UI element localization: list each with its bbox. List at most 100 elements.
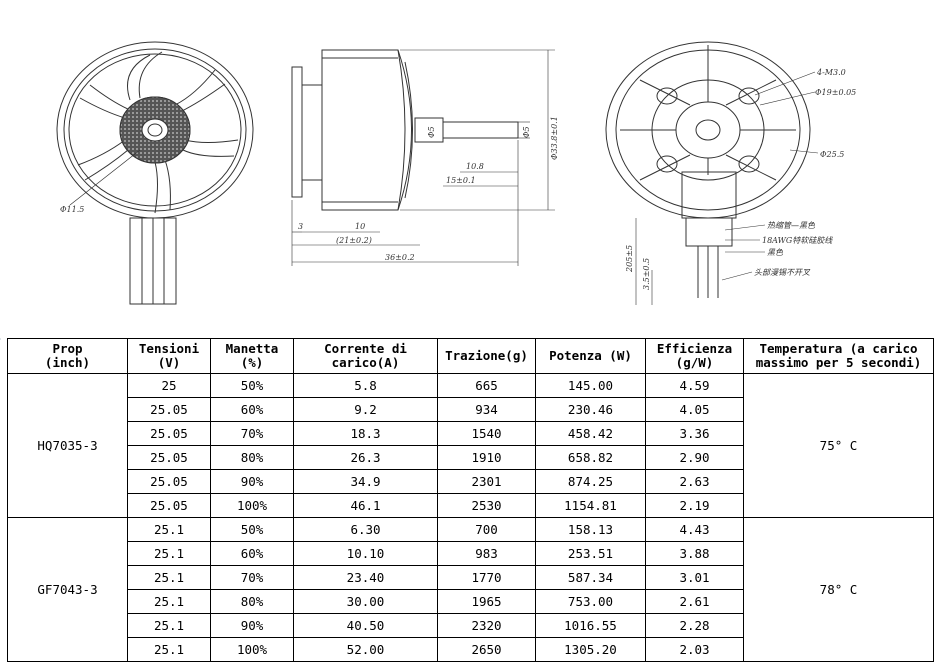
cell-throttle[interactable]: 100% xyxy=(210,637,294,662)
cell-efficiency[interactable]: 2.63 xyxy=(645,469,744,494)
table-row: HQ7035-3 25 50% 5.8 665 145.00 4.59 75° … xyxy=(7,373,934,518)
cell-voltage[interactable]: 25.05 xyxy=(127,469,211,494)
cell-throttle[interactable]: 50% xyxy=(210,517,294,542)
dim-side-15: 15±0.1 xyxy=(446,176,476,185)
cell-voltage[interactable]: 25.1 xyxy=(127,613,211,638)
cell-thrust[interactable]: 934 xyxy=(437,397,536,422)
cell-current[interactable]: 26.3 xyxy=(293,445,438,470)
cell-voltage[interactable]: 25.05 xyxy=(127,397,211,422)
cell-voltage[interactable]: 25.1 xyxy=(127,637,211,662)
cell-current[interactable]: 6.30 xyxy=(293,517,438,542)
dim-side-10: 10 xyxy=(355,222,365,231)
cell-current[interactable]: 5.8 xyxy=(293,373,438,398)
table-row: 25.1 70% 23.40 1770 587.34 3.01 xyxy=(8,565,934,590)
cell-throttle[interactable]: 50% xyxy=(210,373,294,398)
cell-efficiency[interactable]: 3.01 xyxy=(645,565,744,590)
cell-power[interactable]: 458.42 xyxy=(535,421,646,446)
cell-prop[interactable]: GF7043-3 xyxy=(7,517,128,662)
cell-throttle[interactable]: 90% xyxy=(210,613,294,638)
table-row: 25.05 70% 18.3 1540 458.42 3.36 xyxy=(8,421,934,446)
cell-throttle[interactable]: 90% xyxy=(210,469,294,494)
cell-thrust[interactable]: 2320 xyxy=(437,613,536,638)
cell-thrust[interactable]: 700 xyxy=(437,517,536,542)
cell-throttle[interactable]: 100% xyxy=(210,493,294,518)
cell-voltage[interactable]: 25.05 xyxy=(127,421,211,446)
cell-thrust[interactable]: 1910 xyxy=(437,445,536,470)
cell-power[interactable]: 587.34 xyxy=(535,565,646,590)
cell-temperature[interactable]: 78° C xyxy=(743,517,934,662)
dim-side-diameter: Φ33.8±0.1 xyxy=(550,116,559,160)
cell-thrust[interactable]: 983 xyxy=(437,541,536,566)
cell-temperature[interactable]: 75° C xyxy=(743,373,934,518)
cell-throttle[interactable]: 60% xyxy=(210,397,294,422)
dim-hub-diameter: Φ11.5 xyxy=(60,205,84,214)
header-power: Potenza (W) xyxy=(535,338,646,374)
cell-thrust[interactable]: 2301 xyxy=(437,469,536,494)
cell-current[interactable]: 9.2 xyxy=(293,397,438,422)
cell-throttle[interactable]: 80% xyxy=(210,445,294,470)
table-row: 25.05 100% 46.1 2530 1154.81 2.19 xyxy=(8,493,934,518)
cell-efficiency[interactable]: 4.59 xyxy=(645,373,744,398)
cell-efficiency[interactable]: 3.36 xyxy=(645,421,744,446)
cell-efficiency[interactable]: 4.05 xyxy=(645,397,744,422)
cell-current[interactable]: 52.00 xyxy=(293,637,438,662)
cell-prop[interactable]: HQ7035-3 xyxy=(7,373,128,518)
cell-thrust[interactable]: 1540 xyxy=(437,421,536,446)
dim-bottom-lead-length: 205±5 xyxy=(625,245,634,273)
cell-efficiency[interactable]: 2.19 xyxy=(645,493,744,518)
cell-power[interactable]: 158.13 xyxy=(535,517,646,542)
cell-power[interactable]: 253.51 xyxy=(535,541,646,566)
header-voltage: Tensioni(V) xyxy=(127,338,211,374)
cell-thrust[interactable]: 2650 xyxy=(437,637,536,662)
dim-side-phi5-shaft: Φ5 xyxy=(522,126,531,138)
cell-thrust[interactable]: 2530 xyxy=(437,493,536,518)
cell-voltage[interactable]: 25.05 xyxy=(127,445,211,470)
header-thrust: Trazione(g) xyxy=(437,338,536,374)
dim-side-10-8: 10.8 xyxy=(466,162,484,171)
cell-throttle[interactable]: 70% xyxy=(210,421,294,446)
cell-thrust[interactable]: 1965 xyxy=(437,589,536,614)
cell-power[interactable]: 145.00 xyxy=(535,373,646,398)
table-row: 25.05 90% 34.9 2301 874.25 2.63 xyxy=(8,469,934,494)
cell-thrust[interactable]: 665 xyxy=(437,373,536,398)
dim-side-3: 3 xyxy=(298,222,303,231)
cell-efficiency[interactable]: 2.03 xyxy=(645,637,744,662)
cell-current[interactable]: 30.00 xyxy=(293,589,438,614)
table-row: 25.05 60% 9.2 934 230.46 4.05 xyxy=(8,397,934,422)
side-view xyxy=(291,49,555,266)
cell-voltage[interactable]: 25.1 xyxy=(127,589,211,614)
cell-voltage[interactable]: 25.1 xyxy=(127,565,211,590)
cell-voltage[interactable]: 25 xyxy=(127,373,211,398)
cell-power[interactable]: 1154.81 xyxy=(535,493,646,518)
cell-throttle[interactable]: 80% xyxy=(210,589,294,614)
cell-current[interactable]: 23.40 xyxy=(293,565,438,590)
cell-current[interactable]: 40.50 xyxy=(293,613,438,638)
cell-efficiency[interactable]: 4.43 xyxy=(645,517,744,542)
cell-current[interactable]: 46.1 xyxy=(293,493,438,518)
motor-spec-table: Prop(inch) Tensioni(V) Manetta(%) Corren… xyxy=(7,338,934,662)
cell-throttle[interactable]: 70% xyxy=(210,565,294,590)
cell-current[interactable]: 18.3 xyxy=(293,421,438,446)
cell-efficiency[interactable]: 3.88 xyxy=(645,541,744,566)
cell-efficiency[interactable]: 2.90 xyxy=(645,445,744,470)
cell-power[interactable]: 658.82 xyxy=(535,445,646,470)
cell-voltage[interactable]: 25.05 xyxy=(127,493,211,518)
cell-power[interactable]: 1305.20 xyxy=(535,637,646,662)
cell-current[interactable]: 34.9 xyxy=(293,469,438,494)
cell-power[interactable]: 230.46 xyxy=(535,397,646,422)
cell-throttle[interactable]: 60% xyxy=(210,541,294,566)
cell-efficiency[interactable]: 2.61 xyxy=(645,589,744,614)
cell-power[interactable]: 1016.55 xyxy=(535,613,646,638)
header-efficiency: Efficienza(g/W) xyxy=(645,338,744,374)
cell-efficiency[interactable]: 2.28 xyxy=(645,613,744,638)
cell-voltage[interactable]: 25.1 xyxy=(127,541,211,566)
cell-thrust[interactable]: 1770 xyxy=(437,565,536,590)
motor-technical-drawing: Φ11.5 xyxy=(56,41,857,305)
cell-voltage[interactable]: 25.1 xyxy=(127,517,211,542)
dim-bottom-phi19: Φ19±0.05 xyxy=(815,88,856,97)
cell-current[interactable]: 10.10 xyxy=(293,541,438,566)
note-black: 黑色 xyxy=(767,248,784,257)
cell-power[interactable]: 753.00 xyxy=(535,589,646,614)
cell-power[interactable]: 874.25 xyxy=(535,469,646,494)
